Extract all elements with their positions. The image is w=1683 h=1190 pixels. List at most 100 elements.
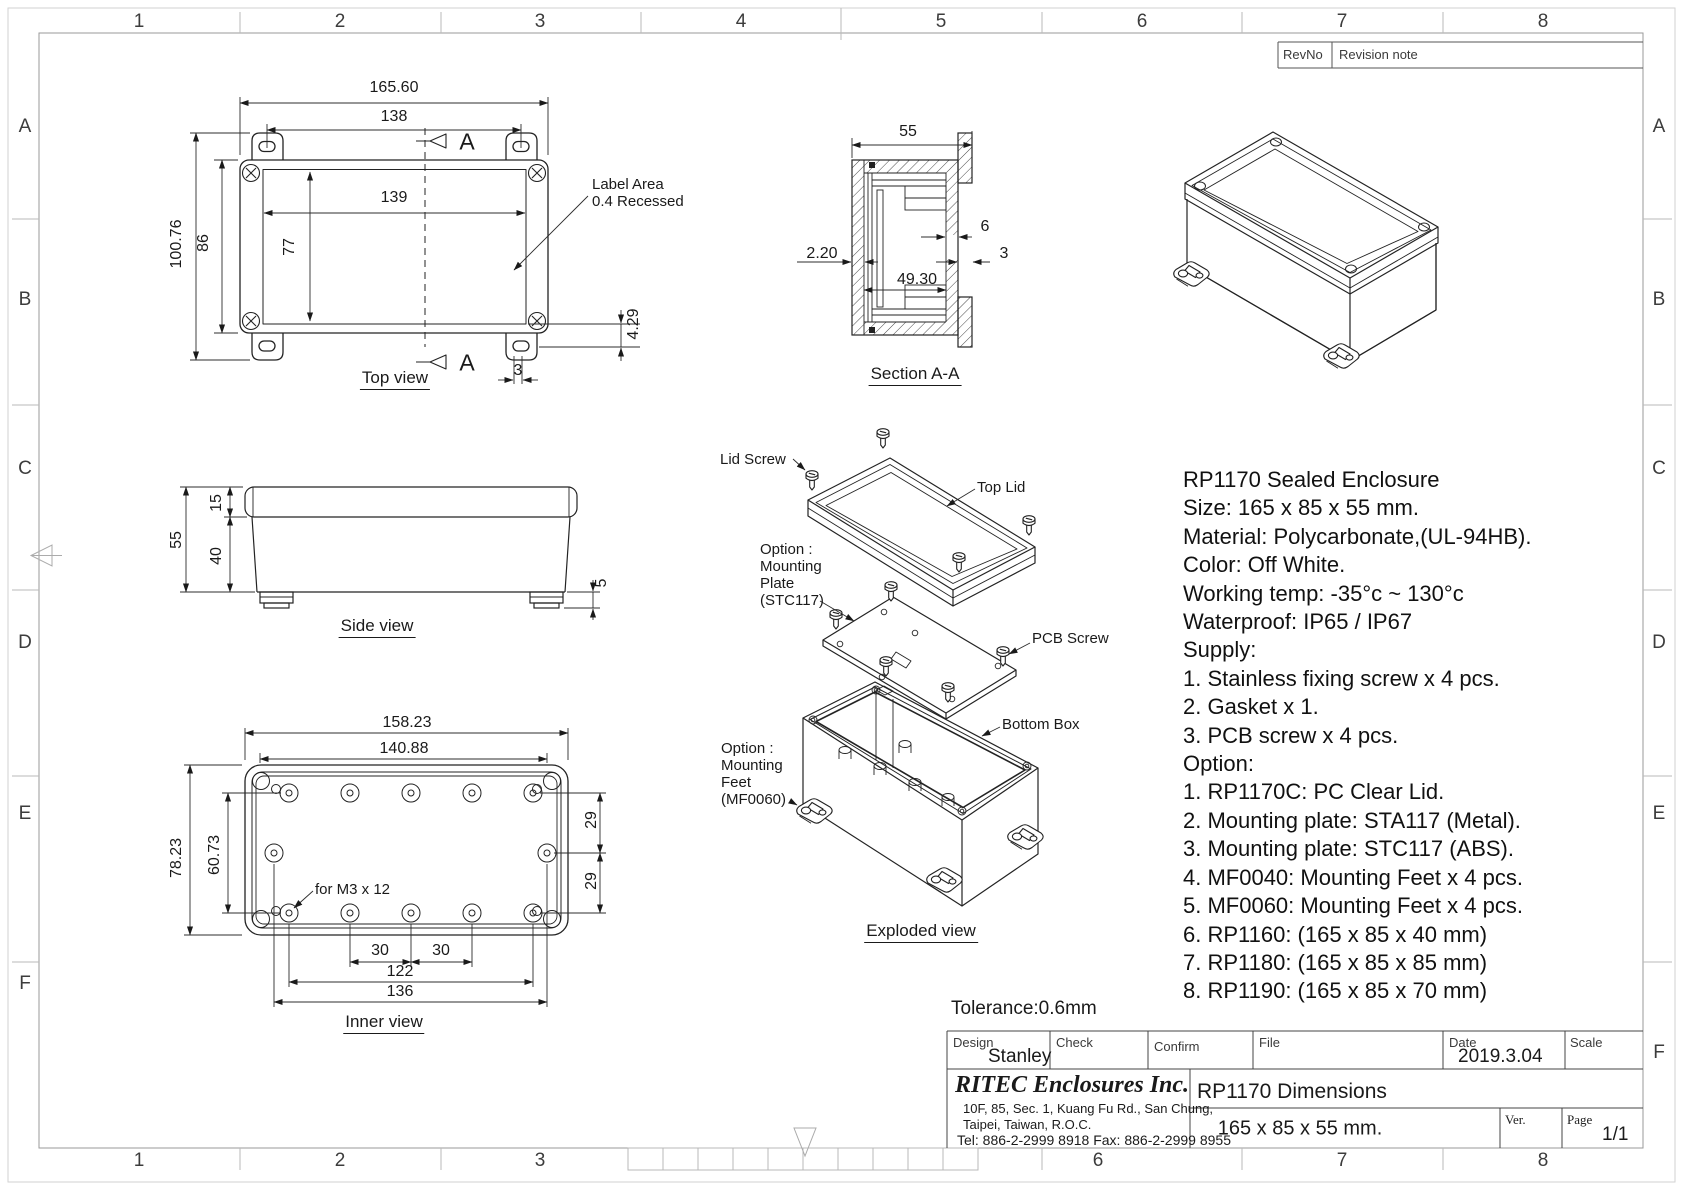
ver-label: Ver. [1505, 1112, 1526, 1127]
top-view-dim-overall-height: 100.76 [168, 219, 185, 269]
side-view-caption: Side view [338, 616, 416, 638]
drawing-size: 165 x 85 x 55 mm. [1217, 1117, 1383, 1140]
zone-col-bottom: 6 [1092, 1150, 1104, 1171]
side-view-dimensions [180, 486, 600, 620]
zone-col-top: 6 [1136, 11, 1148, 32]
page-label: Page [1567, 1112, 1593, 1127]
spec-line: Size: 165 x 85 x 55 mm. [1183, 495, 1419, 521]
exploded-label-mounting-plate: Option : Mounting Plate (STC117) [760, 541, 824, 609]
zone-col-top: 5 [935, 11, 947, 32]
top-view-drawing [239, 128, 549, 370]
company-address-line1: 10F, 85, Sec. 1, Kuang Fu Rd., San Chung… [963, 1101, 1214, 1116]
inner-view-dimensions [184, 728, 606, 1007]
center-mark-bottom [793, 1127, 817, 1158]
top-view-dim-body-height: 86 [195, 234, 212, 252]
exploded-view-leaders [788, 458, 1031, 806]
confirm-label: Confirm [1154, 1039, 1200, 1054]
top-view-dimensions [190, 97, 640, 384]
exploded-label-mounting-feet: Option : Mounting Feet (MF0060) [721, 740, 787, 808]
company-address-line2: Taipei, Taiwan, R.O.C. [963, 1117, 1092, 1132]
inner-dim-boss-span: 60.73 [206, 834, 223, 876]
zone-row-left: B [18, 289, 32, 310]
zone-col-top: 8 [1537, 11, 1549, 32]
zone-row-right: E [1652, 803, 1666, 824]
revision-revno-label: RevNo [1283, 47, 1323, 62]
spec-line: 7. RP1180: (165 x 85 x 85 mm) [1183, 949, 1488, 975]
section-dim-depth: 55 [899, 123, 917, 140]
zone-row-right: D [1652, 632, 1666, 653]
section-dim-boss: 6 [980, 218, 990, 235]
top-view-dim-ear-offset: 4.29 [625, 308, 642, 340]
inner-dim-pitch-b: 30 [432, 942, 450, 959]
label-area-callout: Label Area 0.4 Recessed [592, 176, 684, 210]
exploded-view-drawing [796, 428, 1044, 907]
drawing-title: RP1170 Dimensions [1197, 1080, 1387, 1103]
side-dim-total: 55 [168, 531, 185, 549]
spec-line: Working temp: -35°c ~ 130°c [1183, 580, 1464, 606]
zone-col-bottom: 7 [1336, 1150, 1348, 1171]
exploded-label-pcb-screw: PCB Screw [1032, 630, 1109, 647]
section-dim-rim: 3 [999, 245, 1009, 262]
zone-row-right: B [1652, 289, 1666, 310]
zone-col-top: 4 [735, 11, 747, 32]
inner-dim-outer-height: 78.23 [168, 837, 185, 879]
spec-line: RP1170 Sealed Enclosure [1183, 467, 1440, 492]
spec-line: Color: Off White. [1183, 552, 1346, 578]
inner-dim-span-inner: 122 [386, 963, 414, 980]
inner-dim-span-outer: 136 [386, 983, 414, 1000]
spec-line: 1. Stainless fixing screw x 4 pcs. [1183, 665, 1500, 691]
side-dim-lid: 15 [208, 494, 225, 512]
exploded-label-bottom-box: Bottom Box [1002, 716, 1080, 733]
spec-line: 3. Mounting plate: STC117 (ABS). [1183, 836, 1514, 862]
spec-line: 5. MF0060: Mounting Feet x 4 pcs. [1183, 893, 1523, 919]
spec-line: Supply: [1183, 637, 1257, 663]
spec-line: 4. MF0040: Mounting Feet x 4 pcs. [1183, 864, 1523, 890]
zone-col-top: 1 [133, 11, 145, 32]
exploded-label-top-lid: Top Lid [977, 479, 1026, 496]
zone-row-left: C [18, 458, 32, 479]
spec-line: Material: Polycarbonate,(UL-94HB). [1183, 523, 1532, 549]
section-dim-inner-depth: 49.30 [896, 271, 938, 288]
exploded-label-lid-screw: Lid Screw [720, 451, 786, 468]
side-view-drawing [244, 486, 578, 609]
date-value: 2019.3.04 [1458, 1046, 1543, 1067]
spec-line: 6. RP1160: (165 x 85 x 40 mm) [1183, 921, 1488, 947]
zone-col-top: 2 [334, 11, 346, 32]
section-view-dimensions [797, 131, 990, 294]
check-label: Check [1056, 1035, 1093, 1050]
center-mark-left [29, 544, 62, 567]
spec-line: 1. RP1170C: PC Clear Lid. [1183, 779, 1445, 805]
section-dim-wall: 2.20 [806, 245, 838, 262]
zone-row-left: D [18, 632, 32, 653]
zone-col-bottom: 8 [1537, 1150, 1549, 1171]
design-value: Stanley [988, 1046, 1052, 1067]
inner-dim-outer-width: 158.23 [382, 714, 432, 731]
spec-line: 3. PCB screw x 4 pcs. [1183, 722, 1399, 748]
section-letter-top: A [459, 128, 475, 155]
spec-line: Option: [1183, 751, 1254, 777]
spec-line: Waterproof: IP65 / IP67 [1183, 609, 1413, 635]
spec-line: 2. Mounting plate: STA117 (Metal). [1183, 807, 1521, 833]
top-view-caption: Top view [359, 368, 431, 390]
section-letter-bottom: A [459, 349, 475, 376]
top-view-dim-label-height: 77 [281, 238, 298, 256]
zone-col-bottom: 3 [534, 1150, 546, 1171]
spec-line: 2. Gasket x 1. [1183, 694, 1319, 720]
inner-view-drawing [244, 764, 569, 936]
inner-view-caption: Inner view [343, 1012, 425, 1034]
inner-dim-gap-upper: 29 [583, 811, 600, 829]
revision-note-label: Revision note [1339, 47, 1418, 62]
zone-row-left: A [18, 116, 32, 137]
zone-row-left: F [19, 973, 31, 994]
zone-row-right: C [1652, 458, 1666, 479]
tolerance-note: Tolerance:0.6mm [951, 998, 1097, 1019]
scale-label: Scale [1570, 1035, 1603, 1050]
sheet-frame [7, 7, 1676, 1183]
date-label: Date [1449, 1035, 1477, 1050]
isometric-view-drawing [1173, 131, 1439, 369]
section-view-caption: Section A-A [868, 364, 962, 386]
company-name: RITEC Enclosures Inc. [955, 1072, 1190, 1098]
top-view-dim-mount-span: 138 [380, 108, 408, 125]
